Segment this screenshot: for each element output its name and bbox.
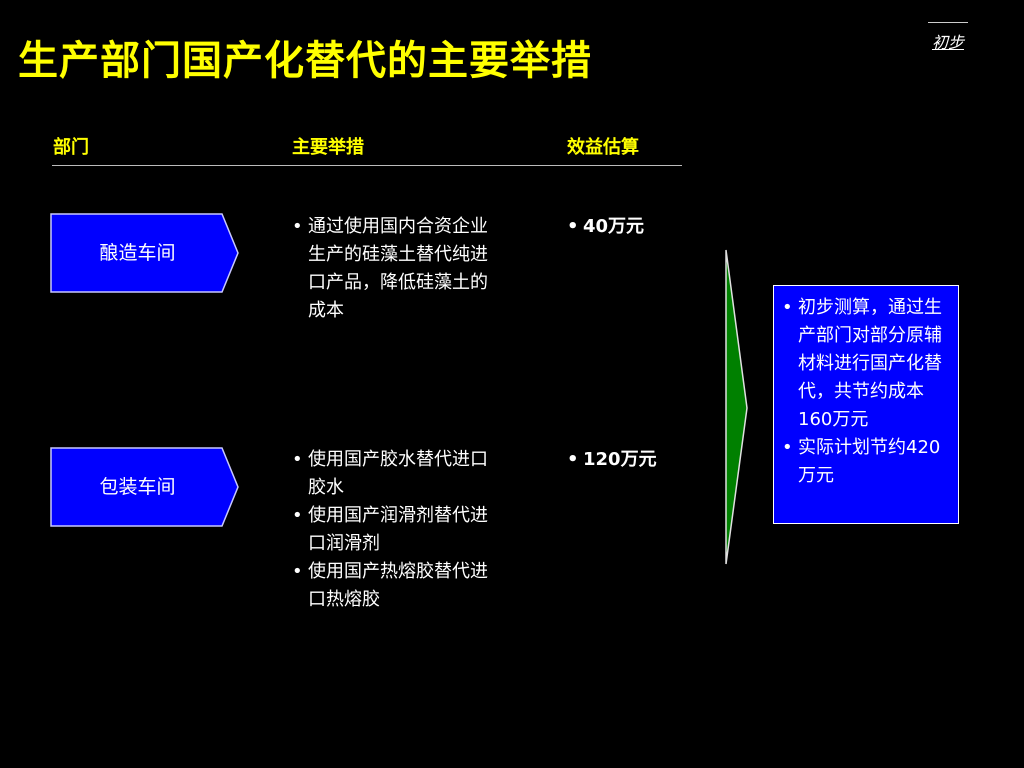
benefit-item: 40万元 xyxy=(567,213,697,241)
measures-packaging: 使用国产胶水替代进口胶水 使用国产润滑剂替代进口润滑剂 使用国产热熔胶替代进口热… xyxy=(292,446,502,614)
dept-brewing-chevron: 酿造车间 xyxy=(50,213,240,293)
page-title: 生产部门国产化替代的主要举措 xyxy=(18,38,592,84)
header-benefit: 效益估算 xyxy=(567,137,639,158)
benefit-item: 120万元 xyxy=(567,446,697,474)
dept-packaging-label: 包装车间 xyxy=(99,476,176,498)
chevron-shape-icon xyxy=(50,447,239,527)
benefit-packaging: 120万元 xyxy=(567,446,697,474)
measure-item: 使用国产胶水替代进口胶水 xyxy=(292,446,502,502)
dept-brewing-label: 酿造车间 xyxy=(99,242,176,264)
header-dept: 部门 xyxy=(53,137,89,158)
preliminary-tag: 初步 xyxy=(928,22,968,53)
measure-item: 使用国产润滑剂替代进口润滑剂 xyxy=(292,502,502,558)
header-measures: 主要举措 xyxy=(292,137,364,158)
summary-item: 实际计划节约420万元 xyxy=(782,434,952,490)
summary-box: 初步测算，通过生产部门对部分原辅材料进行国产化替代，共节约成本160万元 实际计… xyxy=(773,285,959,524)
measures-brewing: 通过使用国内合资企业生产的硅藻土替代纯进口产品，降低硅藻土的成本 xyxy=(292,213,502,325)
dept-packaging-chevron: 包装车间 xyxy=(50,447,240,527)
summary-list: 初步测算，通过生产部门对部分原辅材料进行国产化替代，共节约成本160万元 实际计… xyxy=(782,294,952,490)
chevron-shape-icon xyxy=(50,213,239,293)
green-arrow-icon xyxy=(725,249,748,565)
header-divider xyxy=(52,165,682,166)
benefit-brewing: 40万元 xyxy=(567,213,697,241)
summary-item: 初步测算，通过生产部门对部分原辅材料进行国产化替代，共节约成本160万元 xyxy=(782,294,952,434)
measure-item: 使用国产热熔胶替代进口热熔胶 xyxy=(292,558,502,614)
measure-item: 通过使用国内合资企业生产的硅藻土替代纯进口产品，降低硅藻土的成本 xyxy=(292,213,502,325)
